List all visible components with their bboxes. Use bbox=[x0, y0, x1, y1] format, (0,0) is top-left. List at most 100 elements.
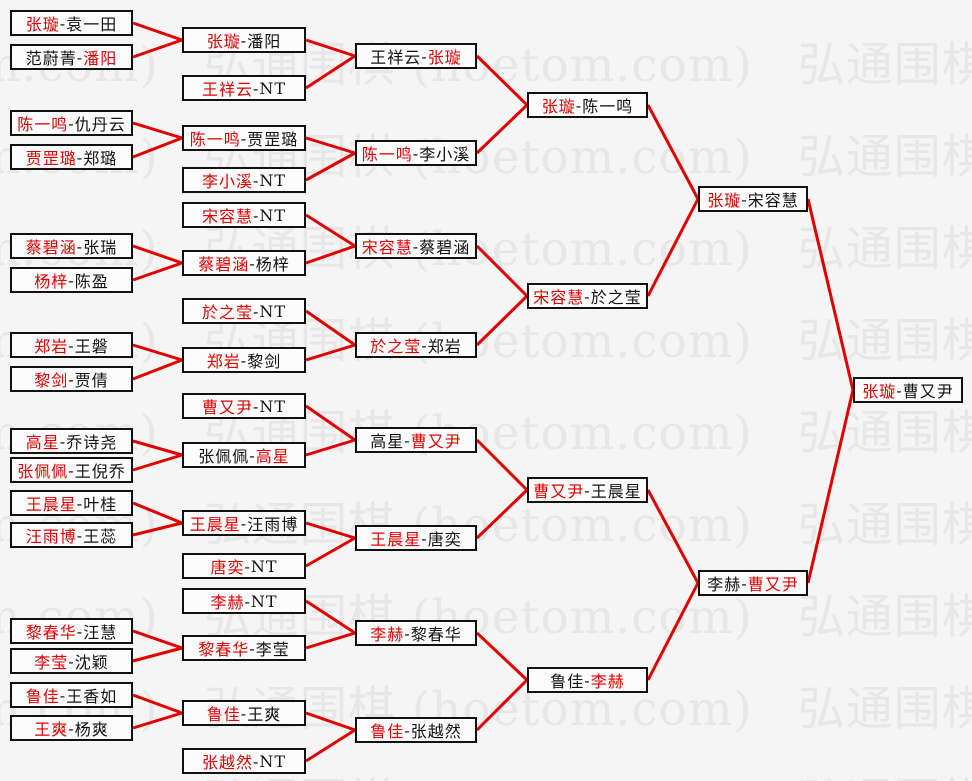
match-separator: - bbox=[249, 253, 256, 273]
match-separator: - bbox=[76, 47, 84, 67]
match-box-round-1: 汪雨博-王蕊 bbox=[10, 522, 133, 548]
player-name-right: 宋容慧 bbox=[747, 191, 799, 210]
player-name-left: 宋容慧 bbox=[361, 238, 413, 257]
player-name-right: NT bbox=[250, 591, 278, 611]
player-name-left: 於之莹 bbox=[201, 303, 253, 322]
match-separator: - bbox=[252, 78, 260, 98]
bracket-connector-line bbox=[646, 104, 700, 200]
player-name-left: 宋容慧 bbox=[533, 288, 585, 307]
player-name-left: 张璇 bbox=[707, 191, 742, 210]
player-name-right: 李莹 bbox=[255, 640, 290, 659]
match-separator: - bbox=[68, 460, 75, 480]
player-name-right: 张璇 bbox=[427, 48, 462, 67]
watermark-text: 弘通围棋 (hoetom.com) bbox=[797, 406, 972, 461]
player-name-right: 张瑞 bbox=[83, 238, 118, 257]
player-name-right: 曹又尹 bbox=[747, 575, 799, 594]
bracket-connector-line bbox=[305, 728, 356, 763]
watermark-text: 弘通围棋 (hoetom.com) bbox=[797, 682, 972, 737]
player-name-right: 潘阳 bbox=[247, 32, 282, 51]
bracket-connector-line bbox=[305, 631, 356, 650]
match-box-round-2: 郑岩-黎剑 bbox=[182, 347, 306, 373]
player-name-left: 张越然 bbox=[201, 753, 253, 772]
bracket-connector-line bbox=[305, 151, 356, 182]
match-box-round-1: 杨梓-陈盈 bbox=[10, 267, 133, 293]
match-box-round-2: 於之莹-NT bbox=[182, 298, 306, 324]
player-name-right: 潘阳 bbox=[83, 49, 118, 68]
player-name-left: 曹又尹 bbox=[201, 398, 253, 417]
match-separator: - bbox=[404, 430, 411, 450]
bracket-connector-line bbox=[305, 711, 356, 732]
match-box-final-result: 张璇-曹又尹 bbox=[853, 377, 963, 403]
match-separator: - bbox=[252, 205, 260, 225]
bracket-connector-line bbox=[305, 343, 356, 362]
player-name-left: 李赫 bbox=[210, 593, 245, 612]
bracket-connector-line bbox=[132, 453, 183, 472]
match-separator: - bbox=[575, 95, 583, 115]
player-name-left: 李莹 bbox=[34, 653, 69, 672]
player-name-left: 李赫 bbox=[707, 575, 742, 594]
match-box-round-2: 曹又尹-NT bbox=[182, 393, 306, 419]
player-name-right: 王爽 bbox=[247, 705, 282, 724]
watermark-row: 弘通围棋 (hoetom.com)弘通围棋 (hoetom.com)弘通围棋 (… bbox=[0, 594, 972, 641]
player-name-right: 杨梓 bbox=[255, 255, 290, 274]
bracket-connector-line bbox=[132, 521, 183, 537]
match-box-round-1: 李莹-沈颖 bbox=[10, 648, 133, 674]
player-name-right: NT bbox=[259, 170, 287, 190]
bracket-connector-line bbox=[475, 438, 529, 492]
watermark-text: 弘通围棋 (hoetom.com) bbox=[797, 314, 972, 369]
player-name-left: 张佩佩 bbox=[198, 447, 250, 466]
match-box-quarterfinal-results: 鲁佳-李赫 bbox=[527, 667, 648, 693]
match-box-round-1: 范蔚菁-潘阳 bbox=[10, 44, 133, 70]
bracket-connector-line bbox=[305, 136, 356, 155]
player-name-right: 仇丹云 bbox=[74, 115, 126, 134]
player-name-right: NT bbox=[259, 205, 287, 225]
bracket-connector-line bbox=[305, 213, 356, 248]
bracket-connector-line bbox=[475, 294, 529, 347]
match-box-quarterfinal-results: 曹又尹-王晨星 bbox=[527, 477, 648, 503]
player-name-left: 黎剑 bbox=[34, 371, 69, 390]
match-box-round-1: 蔡碧涵-张瑞 bbox=[10, 233, 133, 259]
match-box-round-2: 张越然-NT bbox=[182, 748, 306, 774]
match-separator: - bbox=[421, 46, 428, 66]
match-box-round-1: 王晨星-叶桂 bbox=[10, 490, 133, 516]
player-name-left: 张佩佩 bbox=[17, 462, 69, 481]
bracket-connector-line bbox=[305, 599, 356, 635]
match-separator: - bbox=[584, 480, 591, 500]
match-box-quarterfinal-results: 张璇-陈一鸣 bbox=[527, 92, 648, 118]
match-box-round-3: 陈一鸣-李小溪 bbox=[355, 140, 477, 166]
match-box-round-2: 唐奕-NT bbox=[182, 553, 306, 579]
player-name-left: 杨梓 bbox=[34, 272, 69, 291]
match-box-round-3: 高星-曹又尹 bbox=[355, 427, 477, 453]
player-name-left: 张璇 bbox=[206, 32, 241, 51]
player-name-right: 乔诗尧 bbox=[66, 433, 118, 452]
match-separator: - bbox=[59, 13, 67, 33]
player-name-right: NT bbox=[250, 556, 278, 576]
player-name-left: 张璇 bbox=[541, 97, 576, 116]
player-name-left: 贾罡璐 bbox=[25, 149, 77, 168]
bracket-connector-line bbox=[305, 244, 356, 265]
bracket-connector-line bbox=[132, 21, 183, 42]
match-separator: - bbox=[252, 751, 260, 771]
match-box-round-2: 黎春华-李莹 bbox=[182, 635, 306, 661]
match-box-round-3: 鲁佳-张越然 bbox=[355, 717, 477, 743]
bracket-connector-line bbox=[132, 358, 183, 381]
bracket-connector-line bbox=[305, 38, 356, 58]
match-separator: - bbox=[240, 513, 248, 533]
player-name-right: 袁一田 bbox=[66, 15, 118, 34]
player-name-left: 张璇 bbox=[25, 15, 60, 34]
match-box-round-1: 郑岩-王磐 bbox=[10, 332, 133, 358]
player-name-left: 郑岩 bbox=[34, 337, 69, 356]
match-box-round-1: 黎剑-贾倩 bbox=[10, 366, 133, 392]
match-separator: - bbox=[59, 685, 67, 705]
player-name-right: 王香如 bbox=[66, 687, 118, 706]
watermark-row: 弘通围棋 (hoetom.com)弘通围棋 (hoetom.com)弘通围棋 (… bbox=[0, 778, 972, 781]
match-separator: - bbox=[741, 189, 748, 209]
bracket-connector-line bbox=[132, 711, 183, 730]
player-name-right: 王蕊 bbox=[83, 527, 118, 546]
player-name-left: 鲁佳 bbox=[25, 687, 60, 706]
watermark-text: 弘通围棋 (hoetom.com) bbox=[797, 498, 972, 553]
watermark-text: 弘通围棋 (hoetom.com) bbox=[797, 130, 972, 185]
player-name-left: 王晨星 bbox=[189, 515, 241, 534]
match-separator: - bbox=[244, 591, 251, 611]
